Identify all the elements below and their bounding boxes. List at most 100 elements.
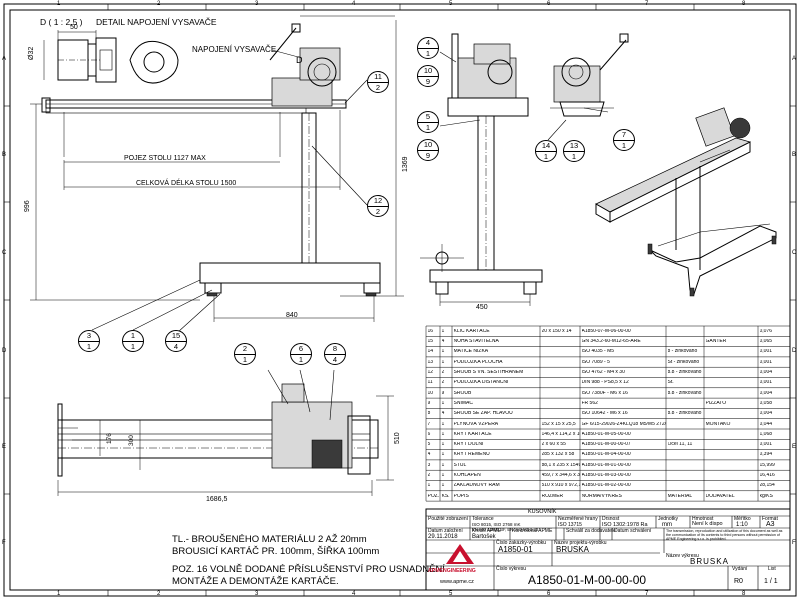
balloon-quantity: 4	[173, 342, 179, 351]
dim-celkova-delka: CELKOVÁ DÉLKA STOLU 1500	[136, 180, 237, 187]
tb-list-value: 1 / 1	[764, 578, 778, 585]
detail-subtitle: DETAIL NAPOJENÍ VYSAVAČE	[96, 17, 217, 27]
frame-row-letter: A	[792, 56, 797, 62]
frame-row-letter: B	[2, 152, 7, 158]
kusovnik-label: KUSOVNÍK	[528, 509, 557, 515]
bom-cell: 1	[441, 442, 445, 448]
dim-300: 300	[128, 435, 135, 446]
balloon-item-number: 2	[235, 344, 255, 355]
bom-header-cell: POPIS	[453, 493, 469, 499]
bom-cell: A1850-07-M-06-00-00	[581, 328, 631, 334]
tb-vydani-label: Vydání	[732, 566, 748, 572]
label-napojeni-vysavace: NAPOJENÍ VYSAVAČE	[192, 45, 277, 54]
frame-column-number: 1	[57, 591, 61, 597]
balloon-quantity: 2	[375, 207, 381, 216]
tb-tolerance-value: ISO 8015, ISO 2768 mK	[472, 522, 521, 527]
bom-cell: A1850-01-M-05-00-00	[581, 431, 631, 437]
frame-column-number: 1	[57, 1, 61, 7]
bom-header-cell: NORMA/VÝKRES	[581, 493, 622, 499]
tb-drsnost-label: Drsnost	[602, 516, 620, 522]
tb-nazev-projektu-label: Název projektu-výrobku	[554, 540, 607, 546]
title-block-grid	[425, 508, 791, 591]
bom-cell: ISO 4035 - M5	[581, 349, 615, 355]
tb-cislo-zakazky-label: Číslo zakázky-výrobku	[496, 540, 547, 546]
bom-cell: STŮL	[453, 462, 467, 468]
front-view-drawing	[30, 15, 404, 333]
tb-cislo-zakazky-value: A1850-01	[498, 545, 533, 554]
tb-format-label: Formát	[762, 516, 778, 522]
balloon-quantity: 9	[425, 151, 431, 160]
bom-cell: Ocel 11, 11	[667, 442, 693, 448]
tb-cislo-vykresu-label: Číslo výkresu	[496, 566, 527, 572]
frame-row-letter: C	[2, 250, 7, 256]
detail-title: D ( 1 : 2,5 )	[40, 17, 83, 27]
bom-cell: MONTAKO	[705, 421, 731, 427]
bom-cell: 2	[427, 473, 431, 478]
bom-cell: 0,004	[759, 411, 773, 417]
frame-row-letter: D	[2, 348, 7, 354]
balloon-quantity: 1	[571, 152, 577, 161]
frame-column-number: 2	[157, 591, 161, 597]
tb-meritko-label: Měřítko	[734, 516, 751, 522]
balloon-quantity: 1	[621, 141, 627, 150]
tb-list-label: List	[768, 566, 776, 572]
bom-header-cell: DODAVATEL	[705, 493, 735, 499]
dim-840: 840	[286, 312, 298, 319]
tb-nazev-vykresu-label: Název výkresu	[666, 553, 699, 559]
tb-hmotnost-label: Hmotnost	[692, 516, 714, 522]
bom-cell: 1,068	[759, 431, 773, 437]
bom-cell: 146,4 x 114,2 x 169	[541, 431, 580, 437]
bom-cell: 0,394	[759, 452, 773, 458]
frame-column-number: 8	[742, 591, 746, 597]
balloon-item-number: 4	[418, 38, 438, 49]
bom-cell: ISO 4762 - M4 x 30	[581, 370, 625, 375]
dim-pojezd-stolu: POJEZ STOLU 1127 MAX	[124, 155, 206, 162]
bom-cell: 15	[427, 339, 434, 345]
note-line-1: TL.- BROUŠENÉHO MATERIÁLU 2 AŽ 20mm	[172, 534, 367, 545]
bom-cell: ISO 7089 - 5	[581, 359, 610, 365]
balloon-quantity: 1	[543, 152, 549, 161]
bom-cell: 10	[427, 390, 434, 396]
bom-cell: 1	[441, 431, 445, 437]
bom-cell: MATICE NÍZKÁ	[453, 349, 489, 355]
balloon-quantity: 1	[242, 355, 248, 364]
tb-tolerance-value2: EN ISO 13920 BF, EN ISO 5013-33	[472, 527, 539, 532]
bom-cell: DIN 988 - PS8,5 x 12	[581, 380, 629, 386]
tb-drsnost-value: ISO 1302:1978 Ra	[602, 522, 648, 528]
bom-cell: 7	[427, 421, 431, 427]
bom-cell: 285 x 132 x 58	[541, 452, 575, 458]
detail-dim-d32: Ø32	[28, 46, 35, 60]
bom-cell: 1	[441, 483, 445, 489]
tb-datum-label: Datum založení	[428, 528, 463, 534]
frame-column-number: 3	[255, 591, 259, 597]
note-line-4: MONTÁŽE A DEMONTÁŽE KARTÁČE.	[172, 576, 339, 587]
bom-cell: KRYT ŘEMENU	[453, 452, 490, 458]
bom-cell: ŠROUB S VN. ŠESTIHRANEM	[453, 370, 524, 375]
bom-cell: 15,999	[759, 462, 775, 468]
bom-cell: 4	[441, 411, 445, 417]
bom-header-cell: POZ.	[427, 493, 440, 499]
balloon-item-number: 12	[368, 196, 388, 207]
frame-column-number: 4	[352, 591, 356, 597]
bom-cell: NOHA STAVITELNÁ	[453, 339, 499, 345]
tb-hmotnost-value: Není k dispo	[692, 521, 723, 527]
bom-cell: 1	[441, 452, 445, 458]
frame-row-letter: E	[2, 444, 7, 450]
bom-cell: KRYT KARTÁČE	[453, 431, 492, 437]
frame-column-number: 5	[449, 591, 453, 597]
bom-cell: 11	[427, 380, 433, 386]
bom-cell: KLÍČ KARTÁČE	[453, 328, 490, 334]
balloon-item-number: 7	[614, 130, 634, 141]
balloon-quantity: 4	[332, 355, 338, 364]
balloon-quantity: 1	[86, 342, 92, 351]
dim-176: 176	[106, 433, 113, 444]
bom-header-cell: kg/KS	[759, 493, 773, 499]
tb-nazev-vykresu-value: BRUSKA	[690, 557, 729, 566]
bom-cell: GN 343.2-60-M12-65-ARE	[581, 339, 641, 345]
balloon-quantity: 1	[130, 342, 136, 351]
